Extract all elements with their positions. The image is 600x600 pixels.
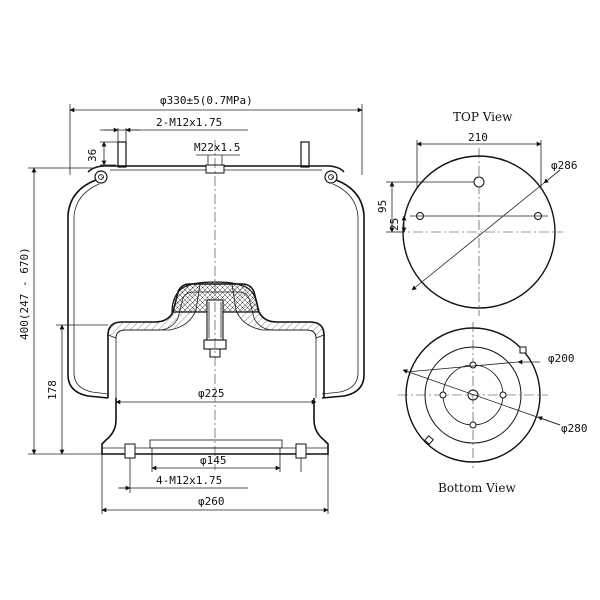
bottom-right-stud: [295, 443, 307, 459]
top-view-center-hole: [473, 176, 485, 188]
top-left-stud: [117, 141, 127, 168]
bellows-inner: [73, 183, 359, 395]
side-view: φ330±5(0.7MPa) 2-M12x1.75 36 M22x1.5: [18, 94, 365, 514]
bottom-dimensions: φ145 4-M12x1.75 φ260: [101, 448, 329, 514]
overall-height-label: 400(247 - 670): [18, 247, 31, 340]
top-studs-label: 2-M12x1.75: [156, 116, 222, 129]
bottom-view-stud-hole-bottom: [469, 421, 477, 429]
bottom-diameter-label: φ260: [198, 495, 225, 508]
bottom-studs-label: 4-M12x1.75: [156, 474, 222, 487]
center-stud-label: M22x1.5: [194, 141, 240, 154]
center-stud-dimension: M22x1.5: [194, 141, 240, 168]
bottom-bolt-circle-label: φ145: [200, 454, 227, 467]
bottom-view-stud-hole-left: [439, 391, 447, 399]
piston-height-dimension: 178: [46, 324, 108, 455]
bottom-view-outer-diameter-label: φ280: [561, 422, 588, 435]
piston-diameter-dimension: φ225: [115, 387, 317, 405]
bottom-left-stud: [124, 443, 136, 459]
top-view-offset-25-label: 25: [388, 218, 401, 231]
bottom-view-inner-diameter-label: φ200: [548, 352, 575, 365]
top-view-diameter-label: φ286: [551, 159, 578, 172]
bottom-view-title: Bottom View: [438, 481, 517, 495]
top-studs-dimension: 2-M12x1.75: [100, 116, 248, 142]
piston-diameter-label: φ225: [198, 387, 225, 400]
bottom-view: φ200 φ280 Bottom View: [398, 322, 588, 495]
overall-diameter-dimension: φ330±5(0.7MPa): [69, 94, 363, 175]
bellows-outer: [67, 179, 365, 399]
piston-height-label: 178: [46, 380, 59, 400]
overall-height-dimension: 400(247 - 670): [18, 167, 102, 455]
bottom-view-stud-hole-right: [499, 391, 507, 399]
overall-diameter-label: φ330±5(0.7MPa): [160, 94, 253, 107]
top-view: TOP View 210 95 25 φ286: [376, 110, 578, 316]
top-view-width-label: 210: [468, 131, 488, 144]
top-view-offset-95-label: 95: [376, 200, 389, 213]
top-right-stud: [300, 141, 310, 168]
bottom-view-stud-hole-top: [469, 361, 477, 369]
top-view-title: TOP View: [453, 110, 513, 124]
stud-height-label: 36: [86, 149, 99, 162]
